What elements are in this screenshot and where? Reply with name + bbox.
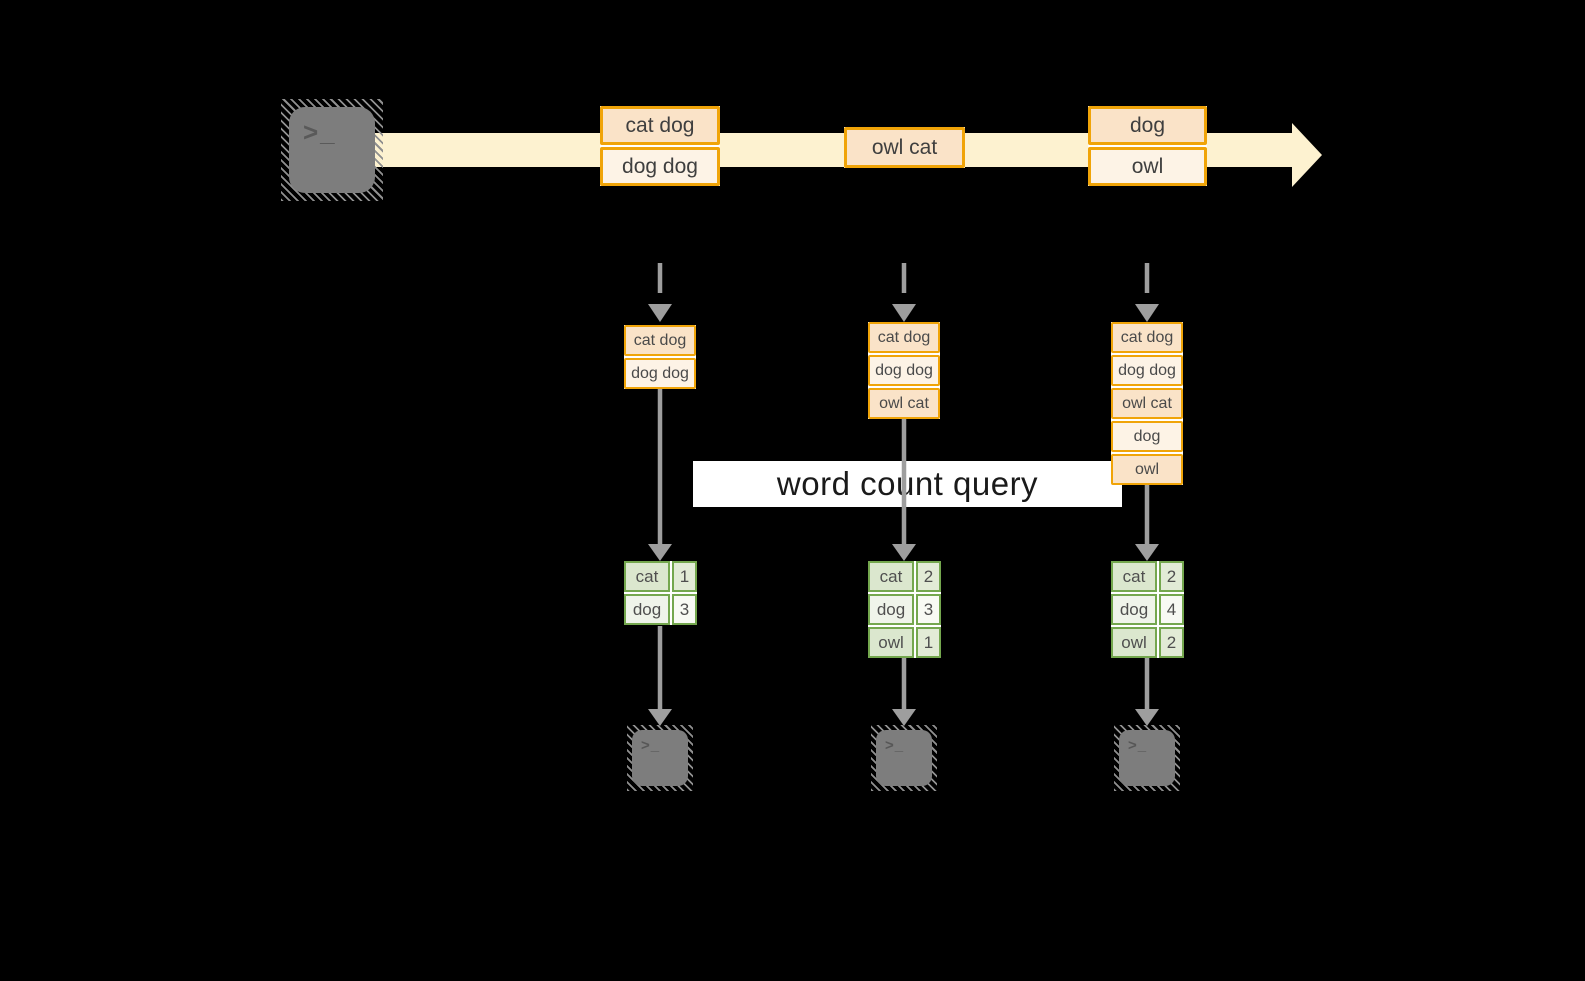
count-value: 1 <box>916 627 941 658</box>
stack-row: cat dog <box>624 325 696 356</box>
terminal-source-body: >_ <box>289 107 375 193</box>
prompt-glyph: >_ <box>641 737 661 754</box>
stack-row: cat dog <box>868 322 940 353</box>
terminal-sink-icon-2: >_ <box>871 725 937 791</box>
stream-event: owl <box>1088 147 1207 186</box>
prompt-glyph: >_ <box>885 737 905 754</box>
stack-row: owl cat <box>868 388 940 419</box>
count-word: dog <box>624 594 670 625</box>
event-stack-1: cat dog dog dog <box>624 325 696 389</box>
count-value: 1 <box>672 561 697 592</box>
word-count-query-text: word count query <box>776 465 1039 502</box>
event-stack-2: cat dog dog dog owl cat <box>868 322 940 419</box>
stream-event: dog dog <box>600 147 720 186</box>
count-word: owl <box>1111 627 1157 658</box>
stream-event-group-1: cat dog dog dog <box>600 106 720 186</box>
stack-row: cat dog <box>1111 322 1183 353</box>
count-value: 3 <box>672 594 697 625</box>
prompt-glyph: >_ <box>1128 737 1148 754</box>
stack-row: dog dog <box>868 355 940 386</box>
stack-row: owl <box>1111 454 1183 485</box>
terminal-sink-body: >_ <box>876 730 932 786</box>
stack-row: dog dog <box>624 358 696 389</box>
terminal-sink-icon-1: >_ <box>627 725 693 791</box>
count-word: dog <box>1111 594 1157 625</box>
count-word: owl <box>868 627 914 658</box>
count-value: 2 <box>1159 561 1184 592</box>
event-stack-3: cat dog dog dog owl cat dog owl <box>1111 322 1183 485</box>
count-table-1: cat 1 dog 3 <box>624 561 697 625</box>
count-table-3: cat 2 dog 4 owl 2 <box>1111 561 1184 658</box>
count-value: 4 <box>1159 594 1184 625</box>
count-word: cat <box>1111 561 1157 592</box>
query-arrowhead-col1 <box>648 544 672 561</box>
word-count-query-label: word count query <box>693 461 1122 507</box>
terminal-sink-body: >_ <box>632 730 688 786</box>
terminal-sink-icon-3: >_ <box>1114 725 1180 791</box>
count-value: 2 <box>1159 627 1184 658</box>
stream-event-group-3: dog owl <box>1088 106 1207 186</box>
stack-row: owl cat <box>1111 388 1183 419</box>
count-word: dog <box>868 594 914 625</box>
sink-arrowhead-col1 <box>648 709 672 726</box>
sink-arrowhead-col2 <box>892 709 916 726</box>
count-word: cat <box>868 561 914 592</box>
terminal-source-icon: >_ <box>281 99 383 201</box>
count-value: 2 <box>916 561 941 592</box>
count-word: cat <box>624 561 670 592</box>
sink-arrowhead-col3 <box>1135 709 1159 726</box>
query-arrowhead-col3 <box>1135 544 1159 561</box>
prompt-glyph: >_ <box>303 117 337 147</box>
stack-row: dog dog <box>1111 355 1183 386</box>
stream-event: owl cat <box>844 127 965 168</box>
dashed-arrowhead-col1 <box>648 304 672 322</box>
terminal-sink-body: >_ <box>1119 730 1175 786</box>
count-table-2: cat 2 dog 3 owl 1 <box>868 561 941 658</box>
stream-event: cat dog <box>600 106 720 145</box>
count-value: 3 <box>916 594 941 625</box>
query-arrowhead-col2 <box>892 544 916 561</box>
dashed-arrowhead-col3 <box>1135 304 1159 322</box>
stream-event: dog <box>1088 106 1207 145</box>
dashed-arrowhead-col2 <box>892 304 916 322</box>
stream-band-arrowhead <box>1292 123 1322 187</box>
stream-event-group-2: owl cat <box>844 127 965 168</box>
stack-row: dog <box>1111 421 1183 452</box>
